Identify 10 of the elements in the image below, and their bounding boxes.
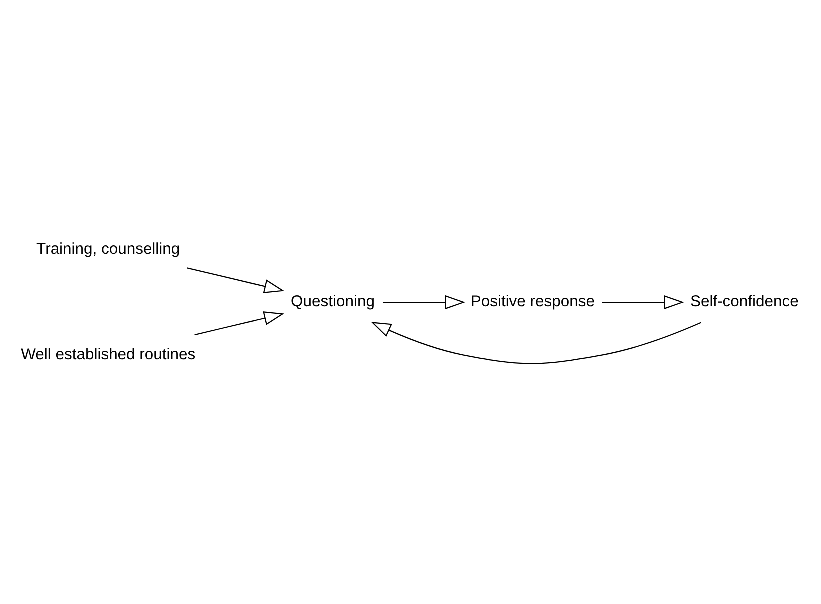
arrow <box>371 322 702 364</box>
node-text: Self-confidence <box>690 293 799 310</box>
node-text: Training, counselling <box>36 240 180 258</box>
arrow <box>383 294 466 310</box>
node-text: Questioning <box>291 293 375 310</box>
arrow <box>194 311 284 336</box>
arrow <box>187 267 285 293</box>
arrow <box>602 294 684 310</box>
node-text: Well established routines <box>21 346 196 363</box>
node-text: Positive response <box>470 293 595 310</box>
